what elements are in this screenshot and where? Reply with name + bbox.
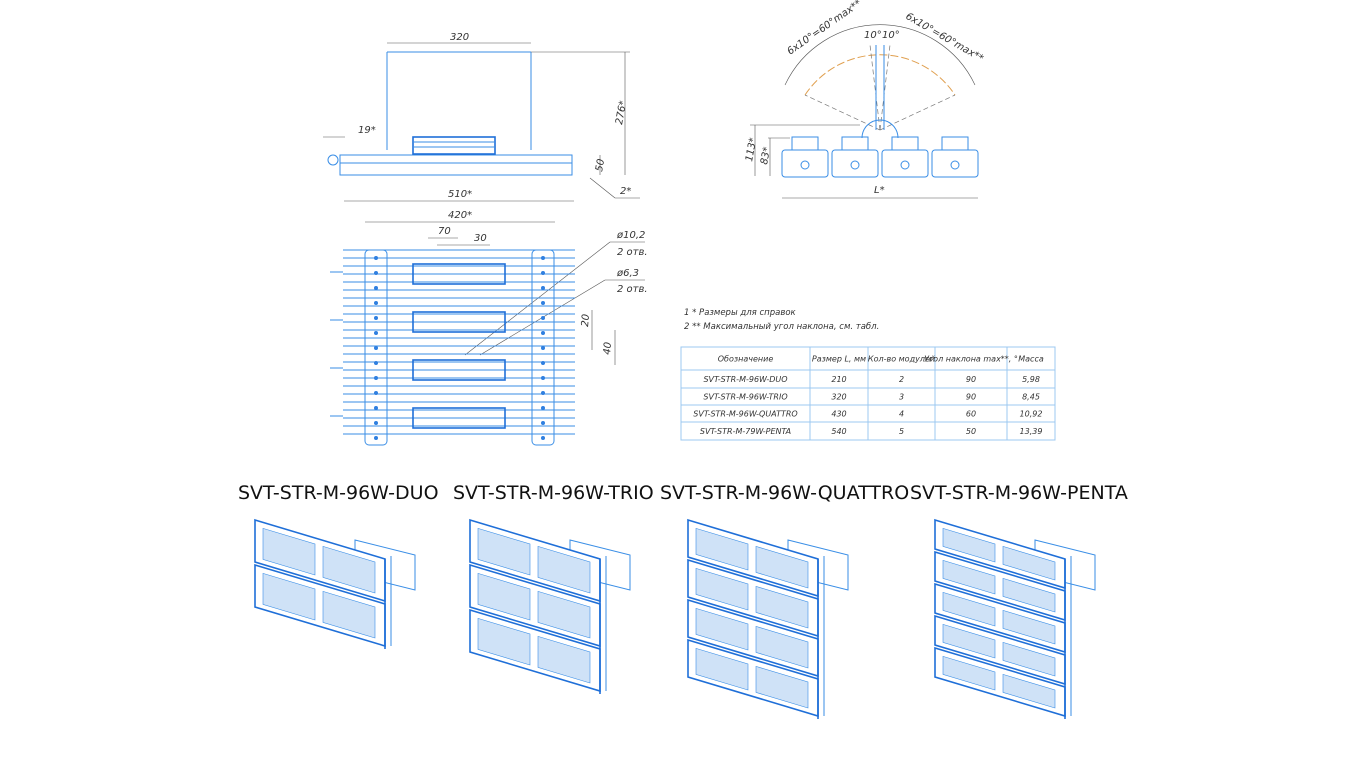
led-panel bbox=[1002, 641, 1056, 677]
tilt-right-label: 6x10°=60°max** bbox=[904, 11, 986, 64]
note-2: 2 ** Максимальный угол наклона, см. табл… bbox=[684, 322, 879, 332]
led-panel bbox=[755, 545, 809, 589]
table-cell: SVT-STR-M-79W-PENTA bbox=[700, 427, 791, 436]
callout-diameter-1: ø10,2 bbox=[616, 230, 645, 241]
table-cell: 10,92 bbox=[1020, 410, 1043, 419]
product-iso-svt-str-m-96w-duo bbox=[254, 518, 416, 649]
table-header-cell: Размер L, мм bbox=[812, 355, 866, 364]
led-panel bbox=[322, 590, 376, 639]
table-cell: 430 bbox=[831, 410, 846, 419]
product-title-quattro: SVT-STR-M-96W-QUATTRO bbox=[660, 482, 909, 504]
led-panel bbox=[322, 545, 376, 594]
product-title-penta: SVT-STR-M-96W-PENTA bbox=[910, 482, 1128, 504]
product-iso-svt-str-m-96w-trio bbox=[469, 518, 631, 694]
dim-L: L* bbox=[874, 185, 885, 196]
table-cell: SVT-STR-M-96W-QUATTRO bbox=[693, 410, 797, 419]
product-title-duo: SVT-STR-M-96W-DUO bbox=[238, 482, 439, 504]
led-panel bbox=[537, 635, 591, 684]
callout-qty-2: 2 отв. bbox=[617, 284, 648, 295]
tilt-view: 6x10°=60°max** 6x10°=60°max** 10° 10° 11… bbox=[744, 0, 986, 199]
led-panel bbox=[942, 559, 996, 595]
led-panel bbox=[537, 545, 591, 594]
dim-20: 20 bbox=[580, 314, 592, 328]
led-panel bbox=[942, 623, 996, 659]
housing-side bbox=[339, 154, 573, 176]
led-panel bbox=[477, 527, 531, 576]
table-cell: 60 bbox=[966, 410, 976, 419]
table-header-cell: Обозначение bbox=[718, 355, 774, 364]
table-header-cell: Кол-во модулей bbox=[868, 355, 935, 364]
driver-rect bbox=[412, 311, 506, 333]
driver-box bbox=[412, 136, 496, 155]
led-panel bbox=[1002, 545, 1056, 581]
table-cell: 8,45 bbox=[1022, 393, 1040, 402]
dim-420: 420* bbox=[448, 210, 472, 221]
dim-40: 40 bbox=[602, 342, 614, 356]
led-panel bbox=[537, 590, 591, 639]
led-panel bbox=[755, 665, 809, 709]
dim-83: 83* bbox=[759, 146, 773, 165]
led-panel bbox=[477, 572, 531, 621]
dim-30: 30 bbox=[474, 233, 487, 244]
dim-2: 2* bbox=[620, 186, 631, 197]
table-cell: 50 bbox=[966, 427, 976, 436]
table-cell: 2 bbox=[899, 375, 904, 384]
note-1: 1 * Размеры для справок bbox=[684, 308, 797, 318]
led-panel bbox=[695, 527, 749, 571]
table-cell: 5 bbox=[899, 427, 904, 436]
table-cell: 320 bbox=[831, 393, 846, 402]
driver-rect bbox=[412, 407, 506, 429]
led-panel bbox=[477, 617, 531, 666]
table-cell: 3 bbox=[899, 393, 904, 402]
product-iso-svt-str-m-96w-quattro bbox=[687, 518, 849, 719]
table-cell: 5,98 bbox=[1022, 375, 1040, 384]
table-cell: SVT-STR-M-96W-TRIO bbox=[703, 393, 787, 402]
led-panel bbox=[942, 527, 996, 563]
driver-rect bbox=[412, 359, 506, 381]
side-view: 320 276* 19* 50 2* 510* bbox=[323, 32, 640, 202]
led-panel bbox=[755, 585, 809, 629]
led-panel bbox=[942, 591, 996, 627]
led-panel bbox=[695, 567, 749, 611]
table-cell: 4 bbox=[899, 410, 904, 419]
table-header-cell: Угол наклона max**, ° bbox=[924, 355, 1018, 364]
callout-diameter-2: ø6,3 bbox=[616, 268, 639, 279]
table-header-cell: Масса bbox=[1018, 355, 1044, 364]
table-cell: SVT-STR-M-96W-DUO bbox=[703, 375, 787, 384]
product-title-trio: SVT-STR-M-96W-TRIO bbox=[453, 482, 654, 504]
led-panel bbox=[695, 607, 749, 651]
dim-50: 50 bbox=[594, 158, 607, 172]
dim-70: 70 bbox=[438, 226, 451, 237]
led-panel bbox=[1002, 673, 1056, 709]
table-cell: 13,39 bbox=[1020, 427, 1043, 436]
table-cell: 210 bbox=[831, 375, 846, 384]
tilt-10-right: 10° bbox=[882, 30, 900, 41]
led-panel bbox=[262, 527, 316, 576]
product-iso-svt-str-m-96w-penta bbox=[934, 518, 1096, 719]
dim-320: 320 bbox=[450, 32, 469, 43]
table-cell: 90 bbox=[966, 393, 976, 402]
led-panel bbox=[695, 647, 749, 691]
led-panel bbox=[262, 572, 316, 621]
table-cell: 90 bbox=[966, 375, 976, 384]
top-view: 420* 70 30 ø10,2 2 отв. ø6,3 2 отв. 20 4… bbox=[330, 210, 648, 446]
callout-qty-1: 2 отв. bbox=[617, 247, 648, 258]
dim-113: 113* bbox=[744, 137, 759, 163]
dim-19: 19* bbox=[358, 125, 376, 136]
dim-276: 276* bbox=[614, 100, 629, 126]
table-cell: 540 bbox=[831, 427, 846, 436]
led-panel bbox=[1002, 609, 1056, 645]
tilt-10-left: 10° bbox=[864, 30, 882, 41]
dim-510: 510* bbox=[448, 189, 472, 200]
driver-rect bbox=[412, 263, 506, 285]
led-panel bbox=[942, 655, 996, 691]
led-panel bbox=[755, 625, 809, 669]
led-panel bbox=[1002, 577, 1056, 613]
